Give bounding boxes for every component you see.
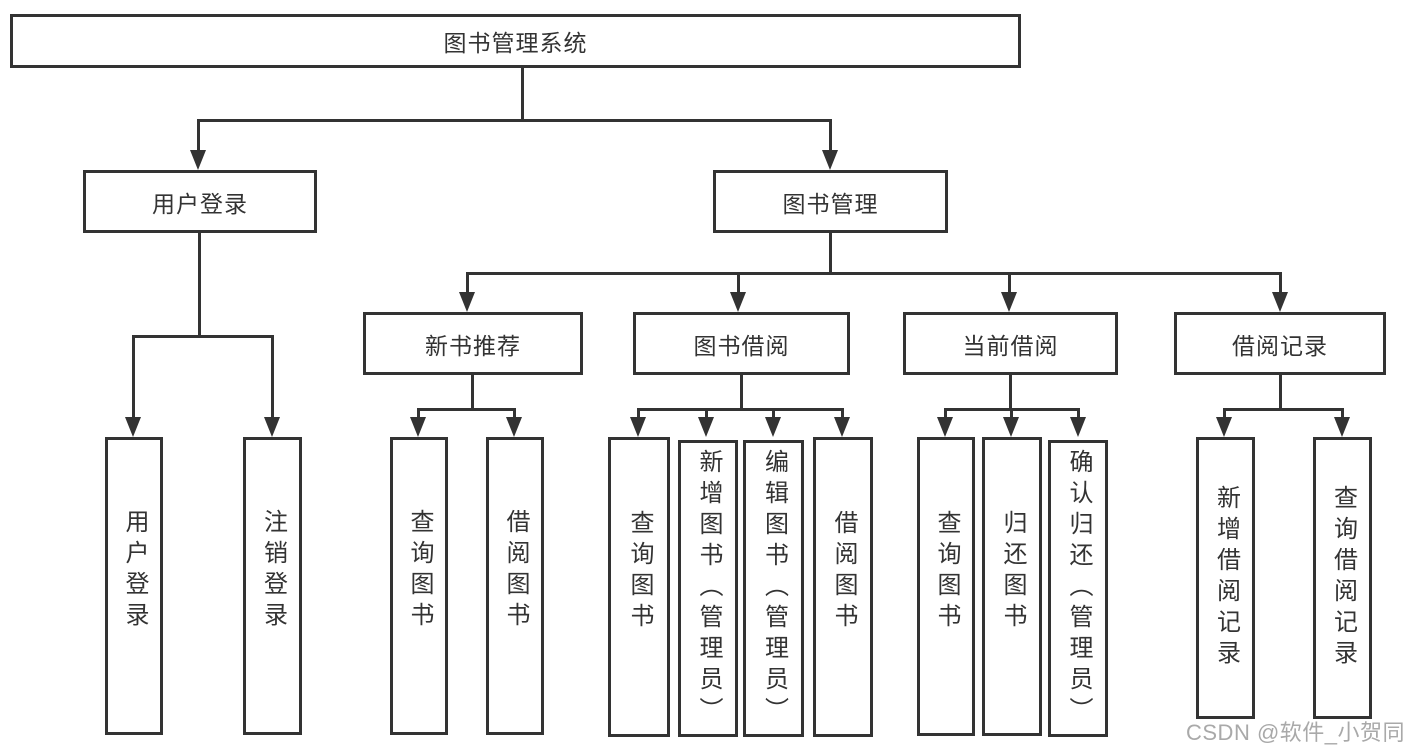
connector-drop	[772, 408, 775, 420]
arrow-down-icon	[459, 292, 475, 312]
leaf-query-books: 查询图书	[608, 437, 670, 737]
arrow-down-icon	[822, 150, 838, 170]
connector-root-stub	[521, 68, 524, 122]
connector-drop	[132, 335, 135, 419]
connector-user-login-stub	[198, 233, 201, 338]
connector-root-hline	[197, 119, 831, 122]
arrow-down-icon	[506, 417, 522, 437]
arrow-down-icon	[125, 417, 141, 437]
connector-drop	[841, 408, 844, 420]
connector-book-mgmt-stub	[829, 233, 832, 275]
arrow-down-icon	[730, 292, 746, 312]
node-borrowing-records: 借阅记录	[1174, 312, 1386, 375]
arrow-down-icon	[1003, 417, 1019, 437]
arrow-down-icon	[1001, 292, 1017, 312]
arrow-down-icon	[1272, 292, 1288, 312]
connector-user-login-drop	[197, 119, 200, 153]
arrow-down-icon	[937, 417, 953, 437]
leaf-edit-book-admin: 编辑图书（管理员）	[743, 440, 804, 737]
connector-drop	[466, 272, 469, 294]
connector-drop	[737, 272, 740, 294]
leaf-add-book-admin: 新增图书（管理员）	[678, 440, 738, 737]
leaf-borrow-books: 借阅图书	[486, 437, 544, 735]
leaf-borrow-books: 借阅图书	[813, 437, 873, 737]
connector-hline	[417, 408, 516, 411]
connector-drop	[705, 408, 708, 420]
leaf-user-login: 用户登录	[105, 437, 163, 735]
arrow-down-icon	[698, 417, 714, 437]
arrow-down-icon	[765, 417, 781, 437]
connector-user-login-hline	[132, 335, 274, 338]
connector-drop	[637, 408, 640, 420]
arrow-down-icon	[630, 417, 646, 437]
node-library-management-system: 图书管理系统	[10, 14, 1021, 68]
node-new-book-recommend: 新书推荐	[363, 312, 583, 375]
connector-hline	[1223, 408, 1344, 411]
node-book-borrowing: 图书借阅	[633, 312, 850, 375]
connector-drop	[1010, 408, 1013, 420]
node-book-management: 图书管理	[713, 170, 948, 233]
leaf-query-books: 查询图书	[390, 437, 448, 735]
connector-drop	[944, 408, 947, 420]
leaf-return-books: 归还图书	[982, 437, 1042, 736]
node-current-borrowing: 当前借阅	[903, 312, 1118, 375]
arrow-down-icon	[1070, 417, 1086, 437]
csdn-watermark: CSDN @软件_小贺同学	[1186, 720, 1405, 745]
connector-book-mgmt-drop	[829, 119, 832, 153]
leaf-logout: 注销登录	[243, 437, 302, 735]
connector-drop	[417, 408, 420, 420]
arrow-down-icon	[1334, 417, 1350, 437]
connector-stub	[1279, 375, 1282, 411]
connector-drop	[1223, 408, 1226, 420]
leaf-query-borrow-record: 查询借阅记录	[1313, 437, 1372, 719]
connector-drop	[1279, 272, 1282, 294]
arrow-down-icon	[410, 417, 426, 437]
node-user-login: 用户登录	[83, 170, 317, 233]
connector-drop	[1341, 408, 1344, 420]
connector-stub	[1009, 375, 1012, 411]
arrow-down-icon	[834, 417, 850, 437]
connector-book-mgmt-hline	[466, 272, 1282, 275]
connector-stub	[471, 375, 474, 411]
connector-drop	[1077, 408, 1080, 420]
leaf-confirm-return-admin: 确认归还（管理员）	[1048, 440, 1108, 737]
connector-drop	[271, 335, 274, 419]
arrow-down-icon	[264, 417, 280, 437]
connector-drop	[1008, 272, 1011, 294]
connector-stub	[740, 375, 743, 411]
connector-drop	[513, 408, 516, 420]
connector-hline	[637, 408, 844, 411]
arrow-down-icon	[1216, 417, 1232, 437]
leaf-add-borrow-record: 新增借阅记录	[1196, 437, 1255, 719]
arrow-down-icon	[190, 150, 206, 170]
leaf-query-books: 查询图书	[917, 437, 975, 736]
